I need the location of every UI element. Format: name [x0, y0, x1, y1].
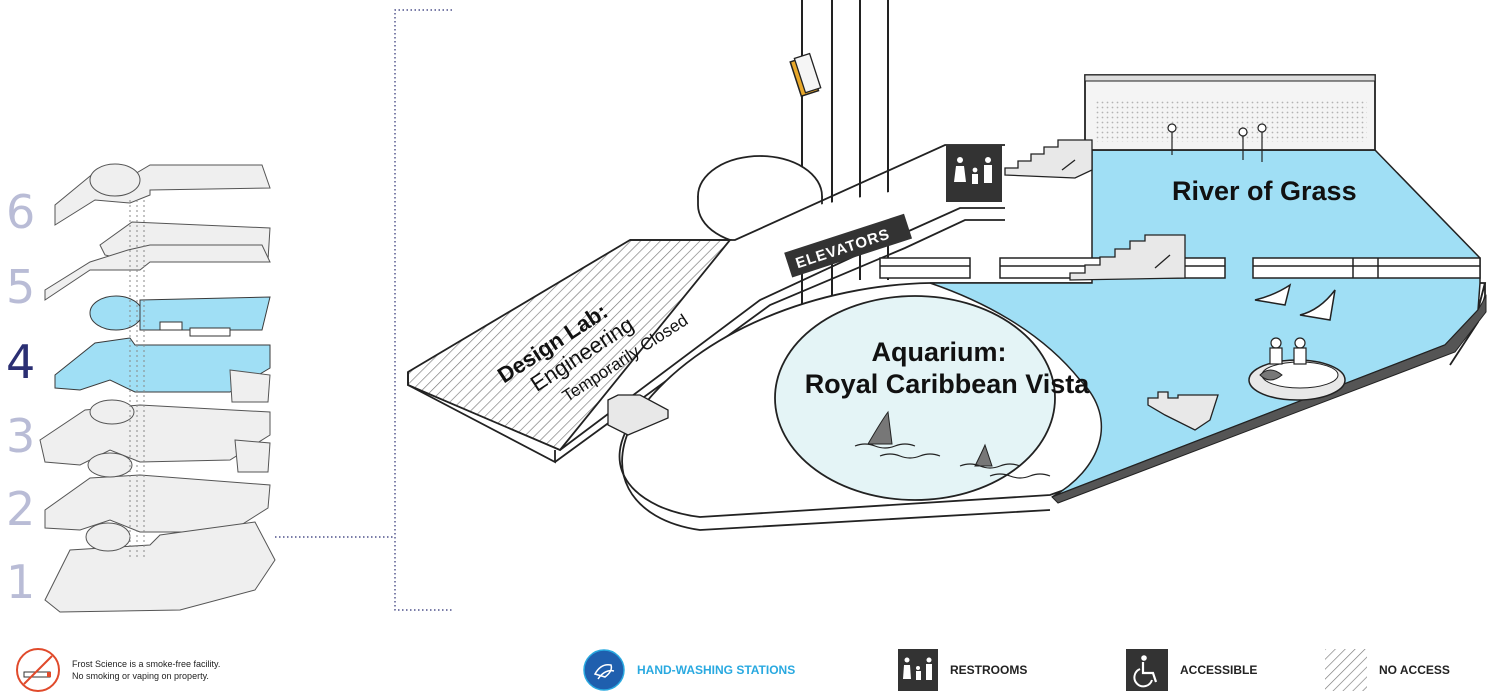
level-3-number[interactable]: 3 [6, 409, 35, 463]
restroom-icon [946, 145, 1002, 202]
legend-restrooms: RESTROOMS [898, 645, 1027, 695]
aquarium-label-line2[interactable]: Royal Caribbean Vista [805, 369, 1091, 399]
level-5-number[interactable]: 5 [6, 260, 35, 314]
legend-handwashing-label: HAND-WASHING STATIONS [637, 663, 796, 677]
water-edge [1051, 294, 1487, 504]
legend-accessible: ACCESSIBLE [1126, 645, 1257, 695]
level-4-detail-map: ELEVATORS River of Grass Aquarium: Royal… [407, 0, 1487, 531]
smoke-notice-line2: No smoking or vaping on property. [72, 671, 209, 681]
river-wall [1084, 74, 1376, 162]
level-1-number[interactable]: 1 [6, 555, 35, 609]
handwashing-station-marker [789, 52, 822, 98]
level-3-plan [39, 369, 271, 466]
restroom-icon [898, 649, 938, 691]
level-4-number[interactable]: 4 [6, 335, 35, 389]
aquarium-label-line1[interactable]: Aquarium: [872, 337, 1007, 367]
level-1-plan [44, 521, 276, 613]
level-6-number[interactable]: 6 [6, 185, 35, 239]
level-2-number[interactable]: 2 [6, 482, 35, 536]
hatch-icon [1325, 649, 1367, 691]
level-stack[interactable]: 6 5 4 3 2 1 [6, 163, 276, 613]
legend-handwashing: HAND-WASHING STATIONS [583, 645, 795, 695]
floor-map: 6 5 4 3 2 1 [6, 0, 1487, 613]
shark-fin-icon [867, 410, 993, 467]
legend-no-access-label: NO ACCESS [1379, 663, 1450, 677]
level-4-plan [54, 295, 271, 393]
stairs-icon [607, 139, 1219, 436]
smoke-free-notice: Frost Science is a smoke-free facility. … [14, 645, 220, 695]
smoke-notice-line1: Frost Science is a smoke-free facility. [72, 659, 221, 669]
zoom-bracket [275, 9, 452, 611]
boat-icon [1248, 337, 1346, 401]
accessible-icon [1126, 649, 1168, 691]
handwashing-icon [583, 649, 625, 691]
elevator-shaft [801, 0, 889, 320]
legend-accessible-label: ACCESSIBLE [1180, 663, 1258, 677]
vertical-core [129, 200, 145, 560]
heron-icon [1254, 283, 1336, 321]
river-of-grass-label[interactable]: River of Grass [1172, 176, 1357, 206]
wave-lines [854, 443, 1051, 479]
legend-no-access: NO ACCESS [1325, 645, 1450, 695]
legend-restrooms-label: RESTROOMS [950, 663, 1028, 677]
no-smoking-icon [16, 648, 60, 692]
level-5-plan [44, 244, 271, 301]
level-stack-drawing [39, 163, 276, 613]
